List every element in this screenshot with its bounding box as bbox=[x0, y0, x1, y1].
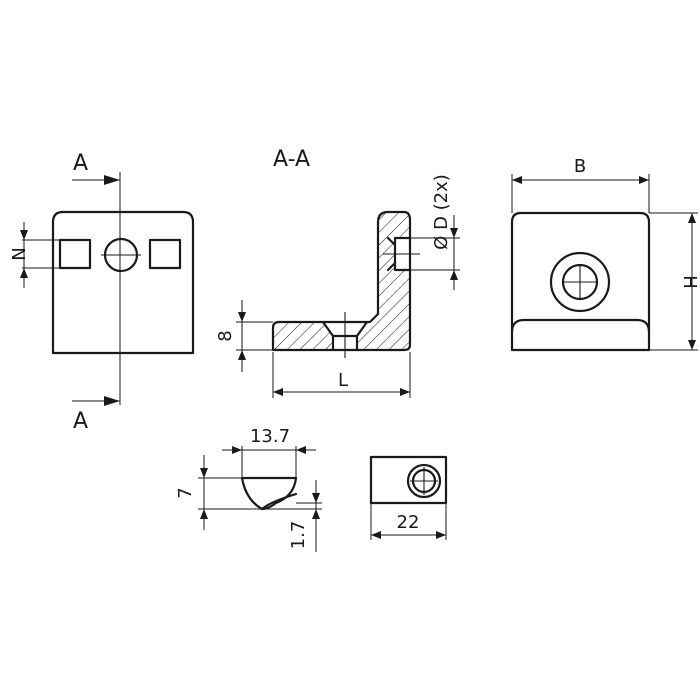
section-title: A-A bbox=[273, 147, 310, 172]
dim-H-label: H bbox=[679, 275, 700, 289]
front-view-slot-right bbox=[148, 238, 182, 270]
side-view-chamfer bbox=[510, 318, 651, 334]
dim-B-arrow-right bbox=[639, 176, 649, 184]
dim-22-arrow-right bbox=[436, 531, 446, 539]
section-outline bbox=[271, 210, 412, 352]
dim-L-arrow-right bbox=[400, 388, 410, 396]
dim-13-7-label: 13.7 bbox=[250, 426, 290, 447]
dim-8-arrow-top bbox=[238, 312, 246, 322]
front-view-outline bbox=[51, 210, 195, 355]
section-view: A-A 8 L Ø D (2x) bbox=[215, 147, 460, 398]
dim-H-arrow-top bbox=[688, 213, 696, 223]
nut-top-outline bbox=[369, 455, 448, 505]
dim-7-arrow-top bbox=[200, 468, 208, 478]
dim-H-arrow-bottom bbox=[688, 340, 696, 350]
dim-7-label: 7 bbox=[175, 487, 196, 498]
dim-D-label: Ø D (2x) bbox=[431, 174, 452, 250]
dim-1-7-label: 1.7 bbox=[288, 521, 309, 550]
dim-N-arrow-top bbox=[20, 230, 28, 240]
dim-N-label: N bbox=[7, 247, 28, 260]
nut-profile-groove bbox=[260, 492, 298, 511]
dim-8-arrow-bottom bbox=[238, 350, 246, 360]
dim-13-7-arrow-left bbox=[232, 446, 242, 454]
section-arrow-top-head bbox=[104, 175, 120, 185]
nut-profile-view: 13.7 7 1.7 bbox=[175, 426, 322, 552]
dim-1-7-arrow-top bbox=[312, 493, 320, 503]
side-view-outline bbox=[510, 211, 651, 352]
section-mark-bottom: A bbox=[73, 409, 88, 434]
nut-top-view: 22 bbox=[369, 455, 448, 540]
dim-L-arrow-left bbox=[273, 388, 283, 396]
front-view-slot-left bbox=[58, 238, 92, 270]
dim-D-arrow-top bbox=[450, 228, 458, 238]
dim-7-arrow-bottom bbox=[200, 509, 208, 519]
nut-profile-outline bbox=[240, 476, 298, 511]
front-view: A A N bbox=[7, 151, 195, 434]
dim-B-label: B bbox=[574, 156, 586, 177]
dim-13-7-arrow-right bbox=[296, 446, 306, 454]
section-arrow-bottom-head bbox=[104, 396, 120, 406]
section-mark-top: A bbox=[73, 151, 88, 176]
dim-B-arrow-left bbox=[512, 176, 522, 184]
side-view-bore-outer bbox=[549, 251, 611, 313]
side-view: B H bbox=[510, 156, 700, 352]
dim-L-label: L bbox=[338, 370, 348, 391]
dim-1-7-arrow-bottom bbox=[312, 509, 320, 519]
dim-22-arrow-left bbox=[371, 531, 381, 539]
dim-D-arrow-bottom bbox=[450, 270, 458, 280]
dim-8-label: 8 bbox=[215, 330, 236, 341]
dim-22-label: 22 bbox=[397, 512, 420, 533]
dim-N-arrow-bottom bbox=[20, 268, 28, 278]
nut-top-bore-outer bbox=[406, 463, 442, 499]
